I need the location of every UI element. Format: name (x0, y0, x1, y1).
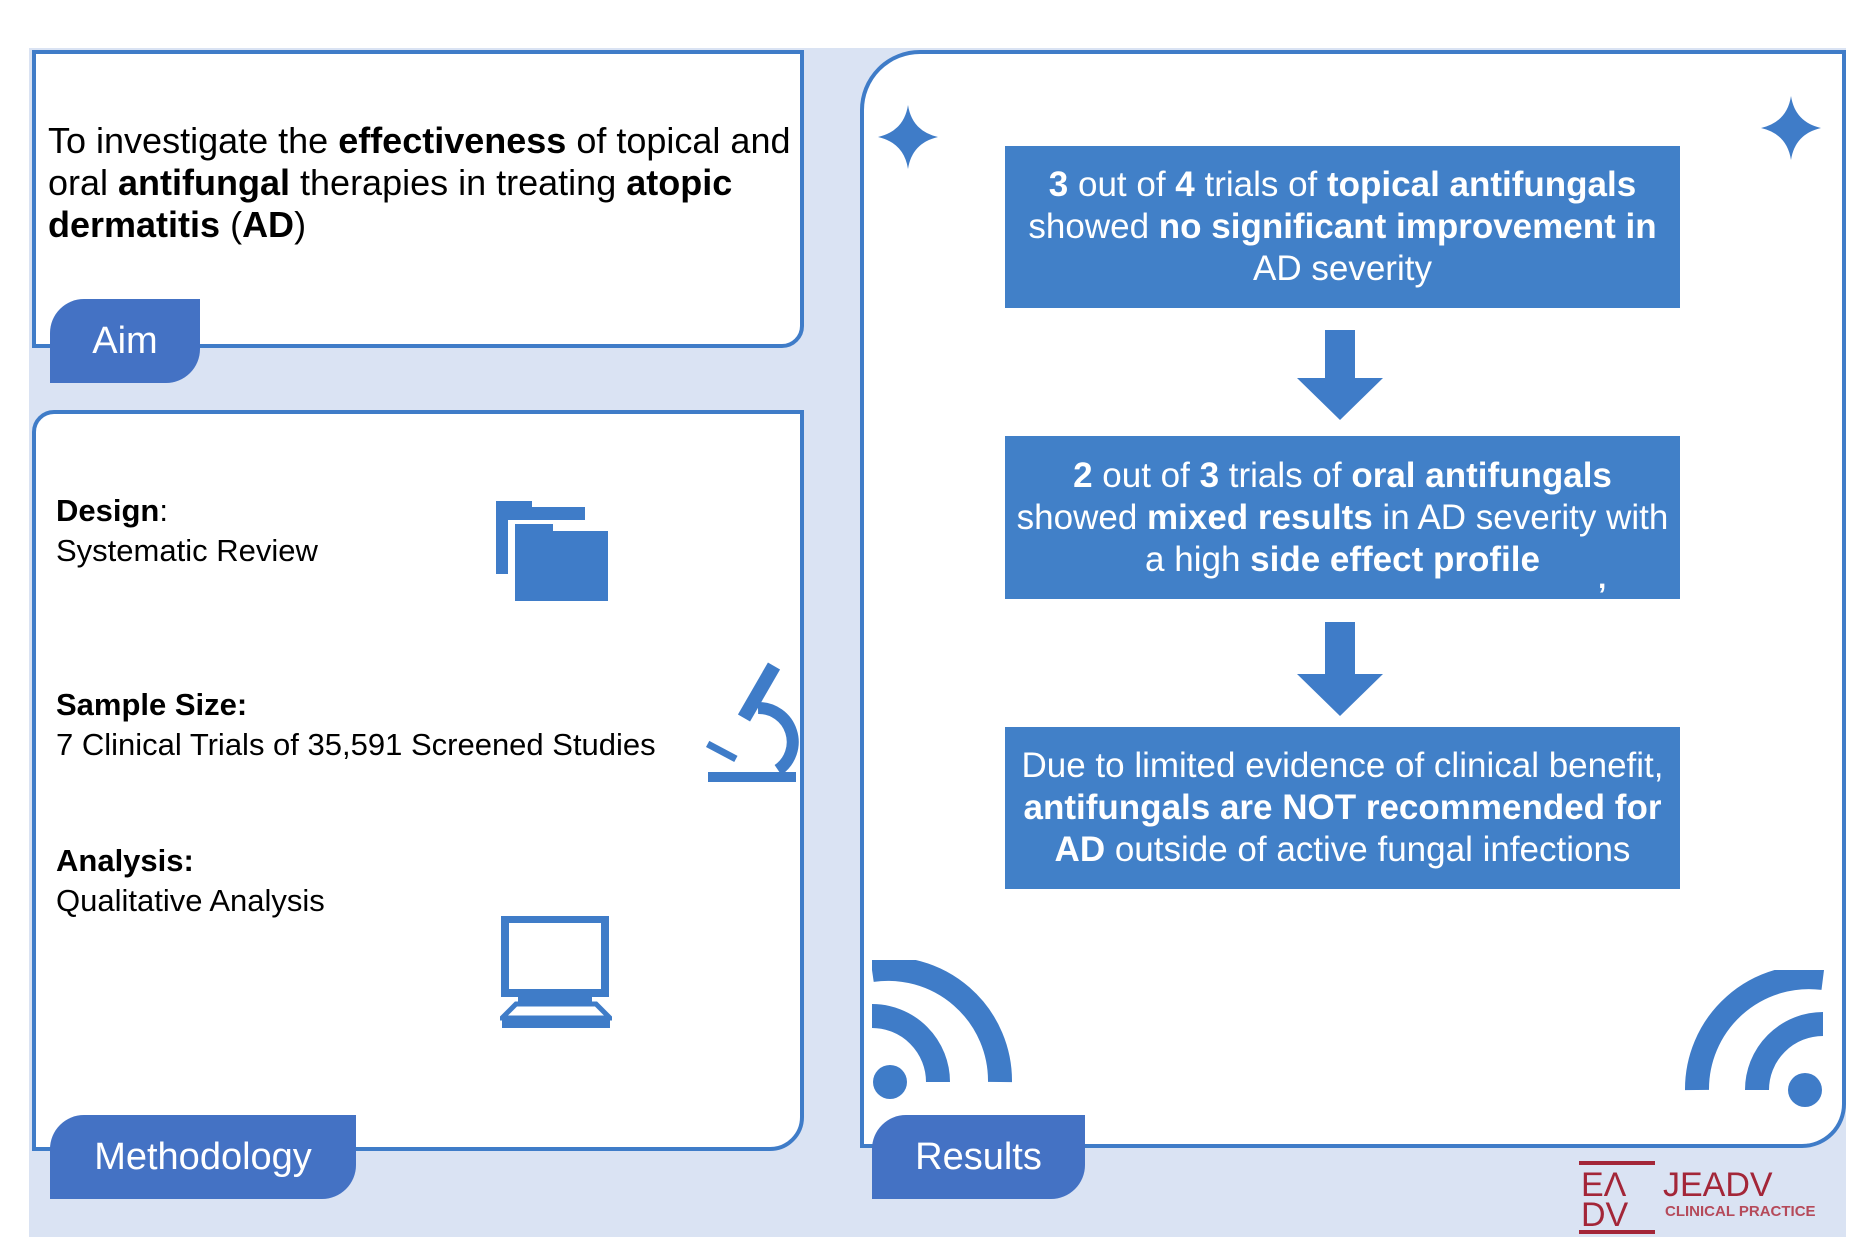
result-text-oral: 2 out of 3 trials of oral antifungals sh… (1011, 455, 1674, 581)
text-segment: ( (220, 204, 243, 245)
sparkle-icon-right (1761, 96, 1821, 160)
emphasis-text: mixed results (1147, 497, 1373, 537)
logo-mark-top: EΛ (1581, 1166, 1627, 1204)
aim-panel (32, 50, 804, 348)
analysis-value: Qualitative Analysis (56, 883, 325, 918)
stray-mark: , (1598, 562, 1607, 595)
design-heading: Design: (56, 492, 168, 530)
text-segment: trials of (1219, 455, 1352, 495)
emphasis-text: topical antifungals (1327, 165, 1637, 204)
logo-name: JEADV (1663, 1166, 1773, 1204)
emphasis-text: 2 (1073, 455, 1093, 495)
jeadv-logo: EΛ DV JEADV CLINICAL PRACTICE (1579, 1161, 1816, 1234)
text-segment: of topical and oral (48, 120, 791, 203)
analysis-label: Analysis: (56, 843, 194, 878)
methodology-panel (32, 410, 804, 1151)
results-tab: Results (872, 1115, 1085, 1199)
down-arrow-icon (1297, 330, 1383, 420)
sample-size-label: Sample Size: (56, 687, 248, 722)
text-segment: Due to limited evidence of clinical bene… (1021, 746, 1664, 785)
text-segment: trials of (1194, 165, 1328, 204)
emphasis-text: 3 (1048, 165, 1069, 204)
result-box-topical: 3 out of 4 trials of topical antifungals… (1005, 146, 1680, 308)
emphasis-text: effectiveness (338, 120, 567, 161)
result-text-topical: 3 out of 4 trials of topical antifungals… (1011, 164, 1674, 290)
text-segment: out of (1092, 455, 1200, 495)
emphasis-text: 4 (1175, 165, 1195, 204)
aim-text: To investigate the effectiveness of topi… (48, 120, 798, 246)
result-box-oral: 2 out of 3 trials of oral antifungals sh… (1005, 436, 1680, 599)
design-colon: : (159, 493, 168, 528)
emphasis-text: no significant improvement in (1158, 207, 1657, 246)
emphasis-text: 3 (1199, 455, 1220, 495)
text-segment: To investigate the (48, 120, 339, 161)
text-segment: showed (1028, 207, 1159, 246)
logo-mark-bottom: DV (1581, 1196, 1629, 1234)
sparkle-icon-left (878, 105, 938, 169)
design-label: Design (56, 493, 160, 528)
monitor-icon (500, 916, 612, 1028)
down-arrow-icon (1297, 622, 1383, 716)
folders-icon (496, 501, 608, 601)
text-segment: outside of active fungal infections (1105, 830, 1631, 869)
emphasis-text: oral antifungals (1351, 455, 1612, 495)
sample-size-value: 7 Clinical Trials of 35,591 Screened Stu… (56, 727, 656, 762)
result-box-conclusion: Due to limited evidence of clinical bene… (1005, 727, 1680, 889)
emphasis-text: atopic dermatitis (48, 162, 733, 245)
emphasis-text: side effect profile (1250, 539, 1540, 579)
text-segment: in AD severity with a high (1145, 497, 1669, 579)
text-segment: out of (1068, 165, 1176, 204)
text-segment: showed (1016, 497, 1148, 537)
design-value: Systematic Review (56, 533, 318, 568)
methodology-tab: Methodology (50, 1115, 356, 1199)
text-segment: therapies in treating (290, 162, 627, 203)
methodology-tab-label: Methodology (94, 1135, 312, 1178)
microscope-icon (705, 662, 799, 782)
signal-icon-left (872, 960, 1013, 1099)
emphasis-text: antifungal (118, 162, 291, 203)
text-segment: AD severity (1253, 249, 1432, 288)
signal-icon-right (1684, 970, 1825, 1107)
emphasis-text: AD (242, 204, 295, 245)
text-segment: ) (294, 204, 307, 245)
emphasis-text: antifungals are NOT recommended for AD (1023, 788, 1662, 869)
logo-subtitle: CLINICAL PRACTICE (1665, 1203, 1816, 1220)
aim-tab-label: Aim (92, 319, 158, 362)
aim-tab: Aim (50, 299, 200, 383)
results-tab-label: Results (915, 1135, 1042, 1178)
result-text-conclusion: Due to limited evidence of clinical bene… (1011, 745, 1674, 871)
